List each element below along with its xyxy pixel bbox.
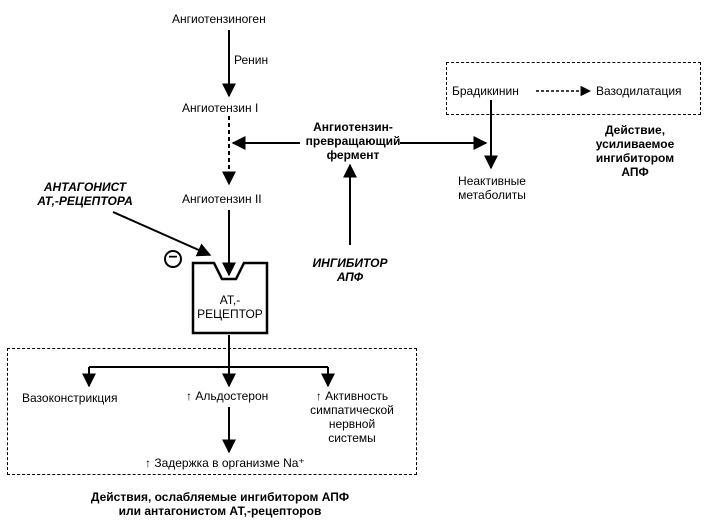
inactive-line-1: Неактивные [458, 174, 526, 188]
effect-line-3: ингибитором [595, 151, 675, 165]
effect-line-1: Действие, [604, 123, 666, 137]
angiotensinogen-label: Ангиотензиноген [172, 12, 266, 26]
sympathetic-line-3: нервной [328, 417, 376, 431]
renin-label: Ренин [234, 53, 269, 67]
vasoconstriction-label: Вазоконстрикция [22, 391, 118, 405]
bottom-caption: Действия, ослабляемые ингибитором АПФ ил… [30, 490, 410, 518]
bradykinin-label: Брадикинин [452, 84, 519, 98]
sympathetic-line-4: системы [328, 431, 376, 445]
at1-antagonist-label: АНТАГОНИСТ АТ,-РЕЦЕПТОРА [30, 180, 140, 208]
vasodilation-label: Вазодилатация [596, 84, 682, 98]
inactive-metabolites-label: Неактивные метаболиты [444, 174, 540, 202]
receptor-label: АТ,- РЕЦЕПТОР [193, 293, 267, 321]
caption-line-1: Действия, ослабляемые ингибитором АПФ [90, 490, 350, 504]
effects-box [7, 348, 417, 475]
antagonist-line-1: АНТАГОНИСТ [43, 180, 127, 194]
angiotensin1-label: Ангиотензин I [182, 101, 259, 115]
effect-line-2: усиливаемое [595, 137, 675, 151]
receptor-line-2: РЕЦЕПТОР [197, 307, 263, 321]
minus-sign-icon: − [164, 250, 182, 268]
ace-line-3: фермент [326, 148, 380, 162]
angiotensin2-label: Ангиотензин II [182, 192, 262, 206]
inactive-line-2: метаболиты [458, 188, 526, 202]
ace-inhibitor-effect-label: Действие, усиливаемое ингибитором АПФ [580, 123, 690, 179]
caption-line-2: или антагонистом АТ,-рецепторов [118, 504, 322, 518]
receptor-line-1: АТ,- [219, 293, 241, 307]
aldosterone-label: ↑ Альдостерон [186, 389, 269, 403]
sympathetic-line-1: ↑ Активность [315, 389, 389, 403]
bradykinin-box [446, 62, 701, 115]
ace-line-1: Ангиотензин- [313, 120, 393, 134]
ace-line-2: превращающий [305, 134, 401, 148]
ace-label: Ангиотензин- превращающий фермент [298, 120, 408, 162]
inhibitor-line-2: АПФ [336, 270, 364, 284]
na-retention-label: ↑ Задержка в организме Na⁺ [145, 456, 305, 470]
arrow-antagonist-to-receptor [112, 211, 212, 257]
effect-line-4: АПФ [621, 165, 649, 179]
ace-inhibitor-label: ИНГИБИТОР АПФ [300, 256, 400, 284]
antagonist-line-2: АТ,-РЕЦЕПТОРА [37, 194, 133, 208]
receptor-shape [191, 261, 269, 335]
sympathetic-label: ↑ Активность симпатической нервной систе… [294, 389, 410, 445]
inhibitor-line-1: ИНГИБИТОР [312, 256, 388, 270]
sympathetic-line-2: симпатической [310, 403, 394, 417]
